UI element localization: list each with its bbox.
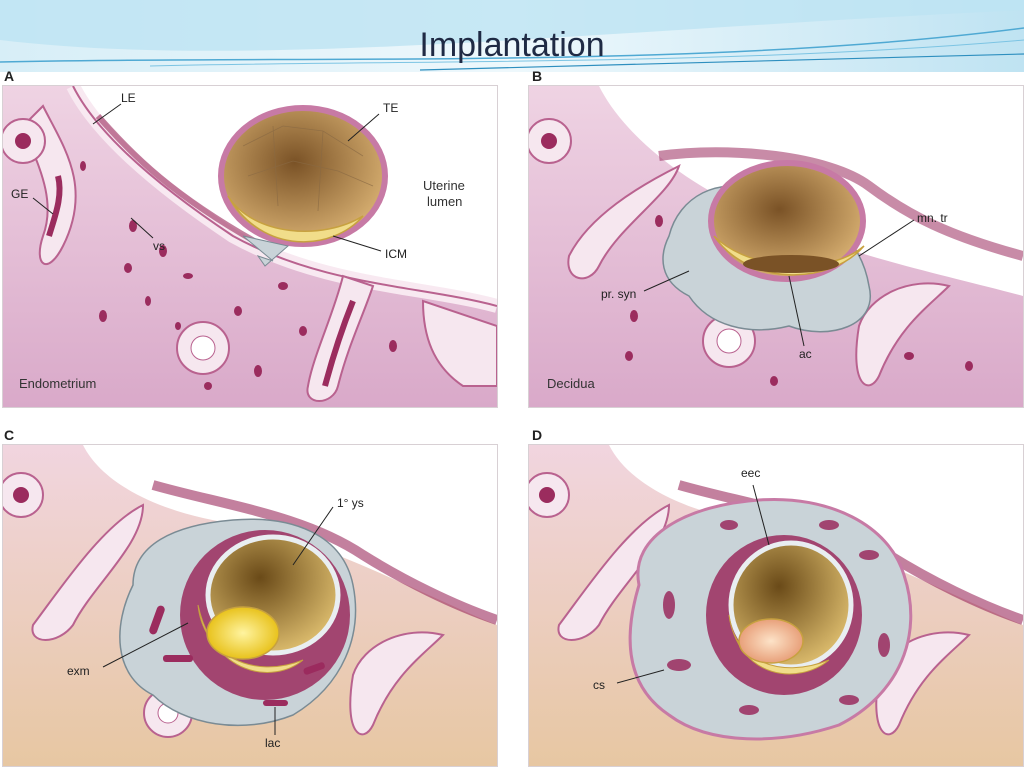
panel-b-decidua: mn. tr pr. syn ac Decidua xyxy=(528,85,1024,408)
label-ge: GE xyxy=(11,187,28,201)
panel-d: eec cs xyxy=(528,444,1024,767)
blastocyst-a xyxy=(218,105,388,267)
panel-a-endometrium: LE GE vs TE ICM Uterine lumen Endometriu… xyxy=(2,85,498,408)
panel-letter-b: B xyxy=(532,68,543,84)
label-eec: eec xyxy=(741,466,760,480)
label-vs: vs xyxy=(153,239,165,253)
label-lumen: lumen xyxy=(427,194,462,209)
label-le: LE xyxy=(121,91,136,105)
panel-letter-a: A xyxy=(4,68,15,84)
region-endometrium: Endometrium xyxy=(19,376,96,391)
panel-letter-d: D xyxy=(532,427,543,443)
label-1-ys: 1° ys xyxy=(337,496,364,510)
label-exm: exm xyxy=(67,664,90,678)
label-uterine: Uterine xyxy=(423,178,465,193)
label-mn-tr: mn. tr xyxy=(917,211,948,225)
region-decidua: Decidua xyxy=(547,376,595,391)
panel-letter-c: C xyxy=(4,427,15,443)
label-lac: lac xyxy=(265,736,280,750)
slide-title: Implantation xyxy=(419,26,605,64)
label-te: TE xyxy=(383,101,398,115)
label-icm: ICM xyxy=(385,247,407,261)
label-ac: ac xyxy=(799,347,812,361)
title-banner xyxy=(0,0,1024,72)
label-cs: cs xyxy=(593,678,605,692)
panel-c: 1° ys exm lac xyxy=(2,444,498,767)
label-pr-syn: pr. syn xyxy=(601,287,636,301)
